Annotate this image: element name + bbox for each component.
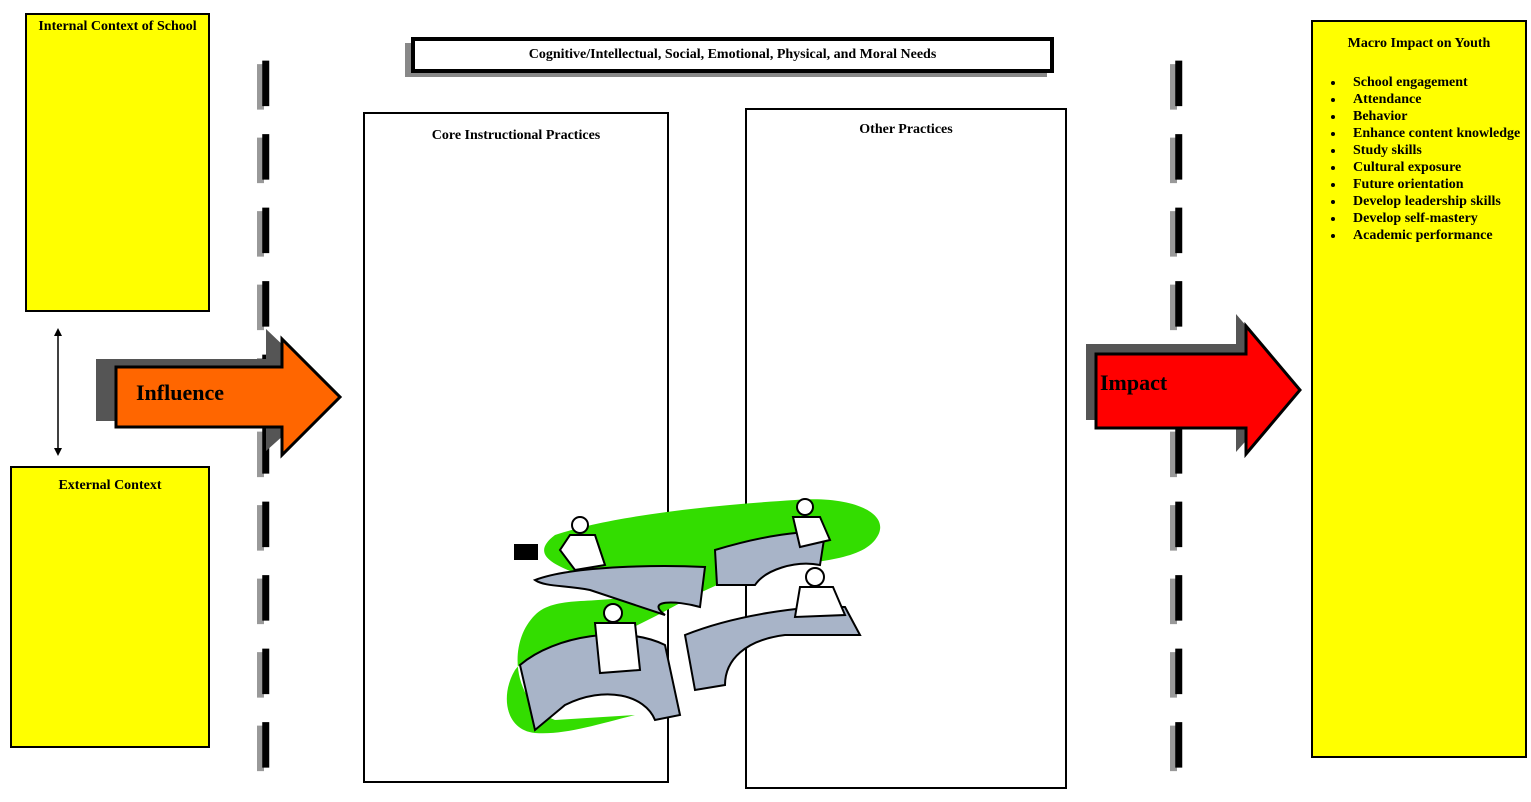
right-dashed-separator	[1170, 60, 1183, 772]
impact-arrow	[1086, 314, 1302, 459]
external-context-title: External Context	[58, 478, 162, 493]
core-practices-title: Core Instructional Practices	[431, 128, 601, 143]
macro-impact-item: Future orientation	[1345, 176, 1525, 193]
influence-label: Influence	[136, 380, 224, 405]
macro-impact-item: Attendance	[1345, 91, 1525, 108]
external-context-box: External Context	[10, 466, 210, 748]
macro-impact-item: Academic performance	[1345, 227, 1525, 244]
macro-impact-item: Behavior	[1345, 108, 1525, 125]
macro-impact-item: Develop self-mastery	[1345, 210, 1525, 227]
macro-impact-item: Enhance content knowledge	[1345, 125, 1525, 142]
macro-impact-item: Cultural exposure	[1345, 159, 1525, 176]
other-practices-title: Other Practices	[859, 122, 953, 137]
macro-impact-list: School engagementAttendanceBehaviorEnhan…	[1313, 74, 1525, 244]
macro-impact-item: Develop leadership skills	[1345, 193, 1525, 210]
people-on-bridges-illustration	[506, 498, 881, 734]
needs-banner: Cognitive/Intellectual, Social, Emotiona…	[405, 37, 1054, 77]
macro-impact-box: Macro Impact on Youth School engagementA…	[1311, 20, 1527, 758]
macro-impact-title: Macro Impact on Youth	[1347, 36, 1491, 51]
macro-impact-item: Study skills	[1345, 142, 1525, 159]
macro-impact-item: School engagement	[1345, 74, 1525, 91]
internal-context-box: Internal Context of School	[25, 13, 210, 312]
internal-context-title: Internal Context of School	[38, 19, 197, 34]
other-practices-box: Other Practices	[745, 108, 1067, 789]
impact-label: Impact	[1100, 370, 1168, 395]
bidirectional-arrow-icon	[54, 328, 62, 456]
influence-arrow	[96, 329, 343, 459]
needs-label: Cognitive/Intellectual, Social, Emotiona…	[411, 37, 1054, 73]
